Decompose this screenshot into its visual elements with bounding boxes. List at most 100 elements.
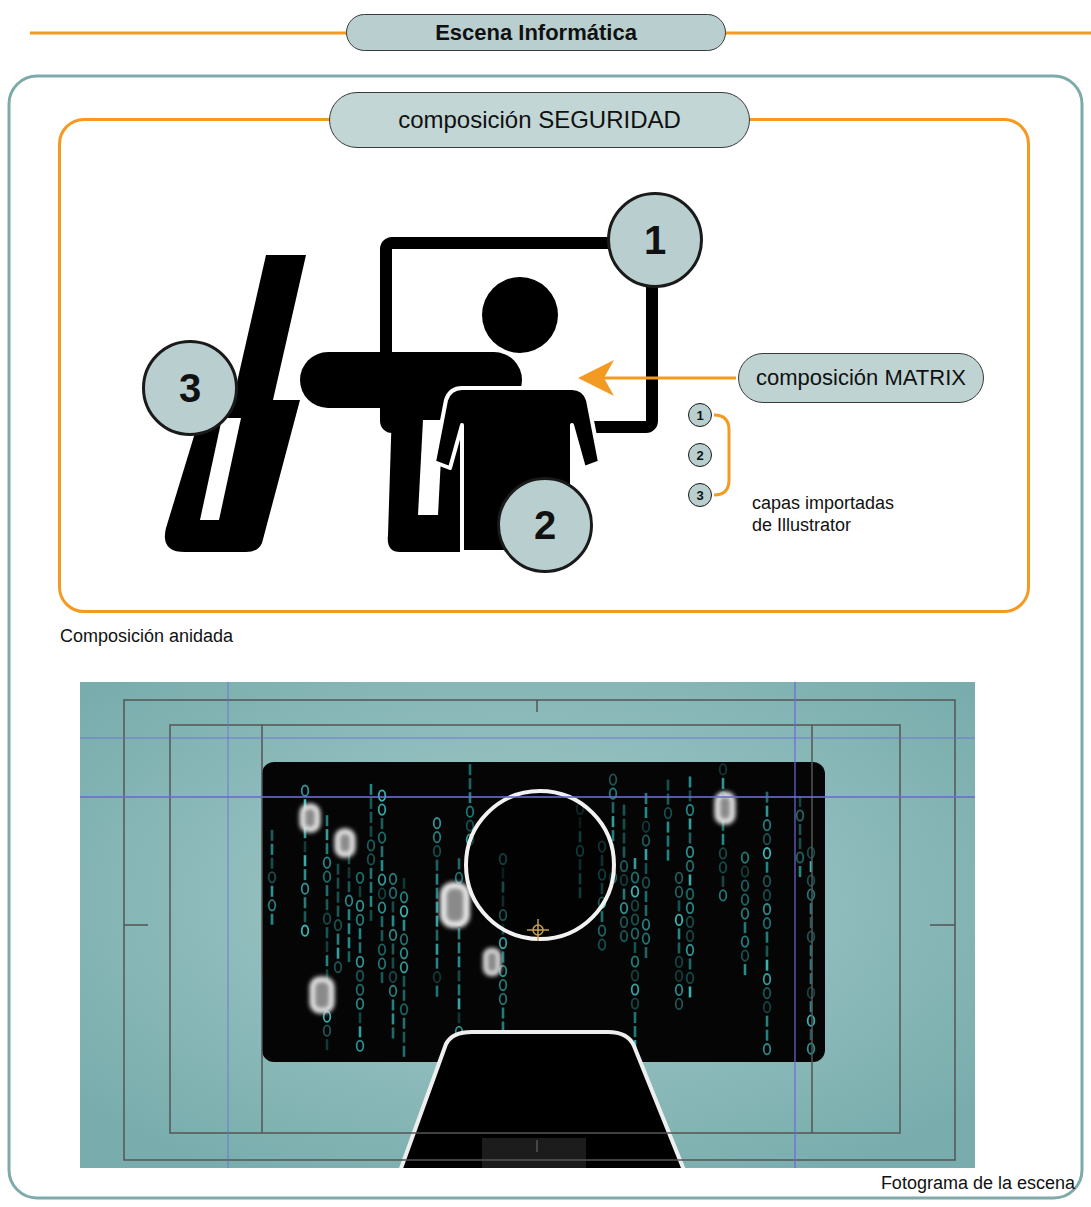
- number-text: 1: [696, 409, 703, 422]
- blurred-digit: [485, 950, 499, 974]
- matrix-rain: [643, 919, 650, 929]
- matrix-rain: [401, 1004, 408, 1014]
- matrix-rain: [797, 852, 804, 862]
- matrix-rain: [326, 941, 329, 952]
- matrix-rain: [632, 928, 639, 938]
- safe-frame: [124, 924, 148, 926]
- matrix-rain: [599, 925, 606, 935]
- matrix-rain: [689, 818, 692, 829]
- matrix-rain: [357, 901, 364, 911]
- matrix-rain: [621, 917, 628, 927]
- matrix-rain: [337, 892, 340, 903]
- matrix-rain: [742, 894, 749, 904]
- guide-line: [794, 682, 796, 1168]
- matrix-rain: [436, 930, 439, 941]
- matrix-rain: [621, 875, 628, 885]
- guide-line: [80, 738, 975, 739]
- matrix-rain: [744, 964, 747, 975]
- matrix-rain: [379, 958, 386, 968]
- matrix-rain: [379, 902, 386, 912]
- matrix-rain: [335, 920, 342, 930]
- matrix-rain: [808, 931, 815, 941]
- matrix-rain: [797, 810, 804, 820]
- matrix-rain: [370, 910, 373, 921]
- matrix-rain: [645, 947, 648, 958]
- matrix-rain: [645, 863, 648, 874]
- matrix-rain: [502, 952, 505, 963]
- matrix-rain: [370, 882, 373, 893]
- matrix-rain: [436, 874, 439, 885]
- matrix-rain: [346, 896, 353, 906]
- matrix-rain: [379, 944, 386, 954]
- matrix-rain: [302, 925, 309, 935]
- matrix-rain: [766, 946, 769, 957]
- matrix-rain: [326, 815, 329, 826]
- matrix-rain: [687, 861, 694, 871]
- matrix-rain: [766, 1030, 769, 1041]
- matrix-rain: [500, 994, 507, 1004]
- matrix-rain: [634, 942, 637, 953]
- scene-frame: [80, 682, 975, 1168]
- safe-frame: [170, 725, 900, 1133]
- matrix-rain: [687, 973, 694, 983]
- blurred-digit: [337, 831, 353, 855]
- matrix-rain: [335, 962, 342, 972]
- matrix-rain: [326, 955, 329, 966]
- matrix-rain: [808, 847, 815, 857]
- matrix-rain: [304, 841, 307, 852]
- matrix-arrow: [578, 360, 736, 396]
- blurred-digit: [312, 979, 332, 1011]
- matrix-rain: [458, 956, 461, 967]
- matrix-rain: [667, 850, 670, 861]
- matrix-rain: [348, 937, 351, 948]
- matrix-rain: [458, 970, 461, 981]
- matrix-rain: [621, 861, 628, 871]
- matrix-rain: [337, 906, 340, 917]
- matrix-rain: [379, 790, 386, 800]
- safe-frame: [536, 700, 538, 712]
- matrix-rain: [764, 904, 771, 914]
- matrix-rain: [326, 1039, 329, 1050]
- matrix-rain: [271, 858, 274, 869]
- matrix-rain: [766, 960, 769, 971]
- matrix-rain: [392, 901, 395, 912]
- matrix-rain: [469, 778, 472, 789]
- matrix-rain: [764, 1002, 771, 1012]
- matrix-rain: [689, 958, 692, 969]
- person-detail: [482, 1138, 586, 1168]
- matrix-rain: [379, 832, 386, 842]
- matrix-rain: [744, 922, 747, 933]
- matrix-rain: [348, 909, 351, 920]
- matrix-rain: [379, 888, 386, 898]
- matrix-rain: [403, 1018, 406, 1029]
- matrix-rain: [645, 891, 648, 902]
- matrix-rain: [436, 860, 439, 871]
- matrix-rain: [403, 920, 406, 931]
- matrix-rain: [436, 986, 439, 997]
- matrix-rain: [357, 1041, 364, 1051]
- matrix-rain: [621, 931, 628, 941]
- matrix-rain: [667, 794, 670, 805]
- matrix-rain: [403, 878, 406, 889]
- safe-frame: [930, 924, 955, 926]
- matrix-rain: [467, 821, 474, 831]
- number-text: 2: [534, 505, 556, 545]
- matrix-rain: [667, 780, 670, 791]
- matrix-rain: [632, 886, 639, 896]
- matrix-rain: [434, 846, 441, 856]
- matrix-rain: [357, 873, 364, 883]
- matrix-rain: [370, 784, 373, 795]
- scene-panel: [9, 76, 1082, 1198]
- matrix-rain: [722, 876, 725, 887]
- matrix-rain: [632, 970, 639, 980]
- matrix-rain: [337, 948, 340, 959]
- matrix-rain: [357, 957, 364, 967]
- matrix-rain: [401, 892, 408, 902]
- matrix-rain: [458, 942, 461, 953]
- layer-note: capas importadas de Illustrator: [752, 492, 910, 536]
- matrix-rain: [403, 990, 406, 1001]
- matrix-rain: [667, 836, 670, 847]
- matrix-rain: [337, 934, 340, 945]
- matrix-rain: [302, 883, 309, 893]
